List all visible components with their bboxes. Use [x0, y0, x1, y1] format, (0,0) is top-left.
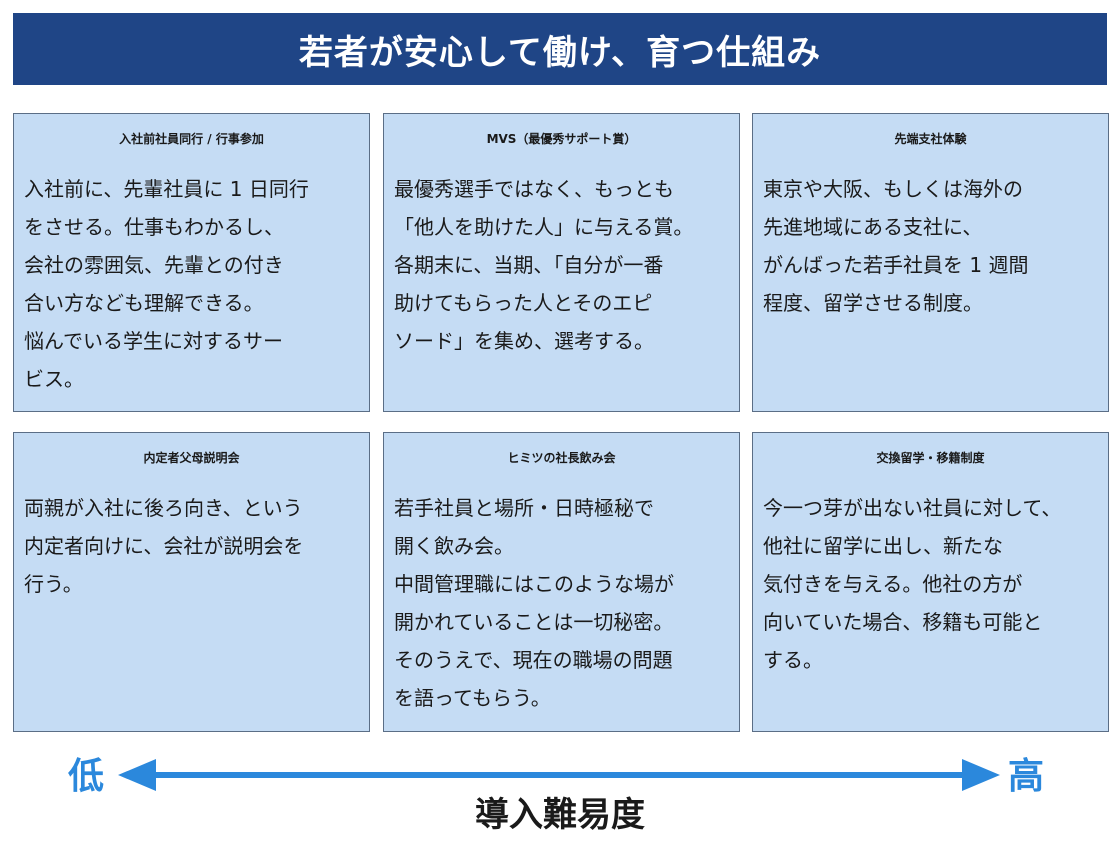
card-line: 他社に留学に出し、新たな	[763, 534, 1003, 558]
arrow-right-head-icon	[962, 759, 1000, 791]
card-title: 入社前社員同行 / 行事参加	[119, 132, 264, 146]
card-line: 先進地域にある支社に、	[763, 215, 983, 239]
card-line: 中間管理職にはこのような場が	[394, 572, 674, 596]
arrow-left-head-icon	[118, 759, 156, 791]
card-parents-briefing: 内定者父母説明会 両親が入社に後ろ向き、という 内定者向けに、会社が説明会を 行…	[13, 432, 370, 732]
card-line: 東京や大阪、もしくは海外の	[763, 177, 1023, 201]
card-line: そのうえで、現在の職場の問題	[394, 648, 673, 672]
card-line: 悩んでいる学生に対するサー	[24, 329, 283, 353]
axis-high-label: 高	[1008, 756, 1045, 797]
card-line: 両親が入社に後ろ向き、という	[24, 496, 303, 520]
card-line: 助けてもらった人とそのエピ	[394, 291, 653, 315]
card-body: 入社前に、先輩社員に 1 日同行 をさせる。仕事もわかるし、 会社の雰囲気、先輩…	[24, 170, 365, 398]
card-body: 東京や大阪、もしくは海外の 先進地域にある支社に、 がんばった若手社員を 1 週…	[763, 170, 1104, 322]
card-line: 入社前に、先輩社員に 1 日同行	[24, 177, 309, 201]
card-line: がんばった若手社員を 1 週間	[763, 253, 1029, 277]
card-title: MVS（最優秀サポート賞）	[486, 132, 637, 146]
card-title: 内定者父母説明会	[143, 451, 240, 465]
card-line: 開く飲み会。	[394, 534, 514, 558]
axis-low-label: 低	[68, 756, 105, 797]
card-line: 「他人を助けた人」に与える賞。	[394, 215, 694, 239]
card-body: 最優秀選手ではなく、もっとも 「他人を助けた人」に与える賞。 各期末に、当期、「…	[394, 170, 735, 360]
page-title: 若者が安心して働け、育つ仕組み	[13, 13, 1107, 85]
card-line: 程度、留学させる制度。	[763, 291, 983, 315]
card-line: ビス。	[24, 367, 84, 391]
card-secret-president-party: ヒミツの社長飲み会 若手社員と場所・日時極秘で 開く飲み会。 中間管理職にはこの…	[383, 432, 740, 732]
card-mvs-award: MVS（最優秀サポート賞） 最優秀選手ではなく、もっとも 「他人を助けた人」に与…	[383, 113, 740, 412]
card-line: 今一つ芽が出ない社員に対して、	[763, 496, 1062, 520]
card-title: 先端支社体験	[894, 132, 967, 146]
card-line: 気付きを与える。他社の方が	[763, 572, 1023, 596]
card-line: 開かれていることは一切秘密。	[394, 610, 674, 634]
card-line: をさせる。仕事もわかるし、	[24, 215, 284, 239]
card-body: 両親が入社に後ろ向き、という 内定者向けに、会社が説明会を 行う。	[24, 489, 365, 603]
card-line: 若手社員と場所・日時極秘で	[394, 496, 654, 520]
card-advanced-branch: 先端支社体験 東京や大阪、もしくは海外の 先進地域にある支社に、 がんばった若手…	[752, 113, 1109, 412]
card-title: ヒミツの社長飲み会	[507, 451, 616, 465]
card-line: ソード」を集め、選考する。	[394, 329, 654, 353]
card-line: する。	[763, 648, 823, 672]
card-title: 交換留学・移籍制度	[876, 451, 985, 465]
card-line: 向いていた場合、移籍も可能と	[763, 610, 1043, 634]
card-line: を語ってもらう。	[394, 686, 551, 710]
card-exchange-transfer: 交換留学・移籍制度 今一つ芽が出ない社員に対して、 他社に留学に出し、新たな 気…	[752, 432, 1109, 732]
card-pre-entry-accompany: 入社前社員同行 / 行事参加 入社前に、先輩社員に 1 日同行 をさせる。仕事も…	[13, 113, 370, 412]
card-body: 若手社員と場所・日時極秘で 開く飲み会。 中間管理職にはこのような場が 開かれて…	[394, 489, 735, 717]
card-line: 各期末に、当期、「自分が一番	[394, 253, 664, 277]
card-body: 今一つ芽が出ない社員に対して、 他社に留学に出し、新たな 気付きを与える。他社の…	[763, 489, 1104, 679]
card-line: 行う。	[24, 572, 83, 596]
card-line: 最優秀選手ではなく、もっとも	[394, 177, 674, 201]
axis-title: 導入難易度	[475, 795, 645, 835]
card-line: 会社の雰囲気、先輩との付き	[24, 253, 284, 277]
card-line: 内定者向けに、会社が説明会を	[24, 534, 304, 558]
card-line: 合い方なども理解できる。	[24, 291, 264, 315]
